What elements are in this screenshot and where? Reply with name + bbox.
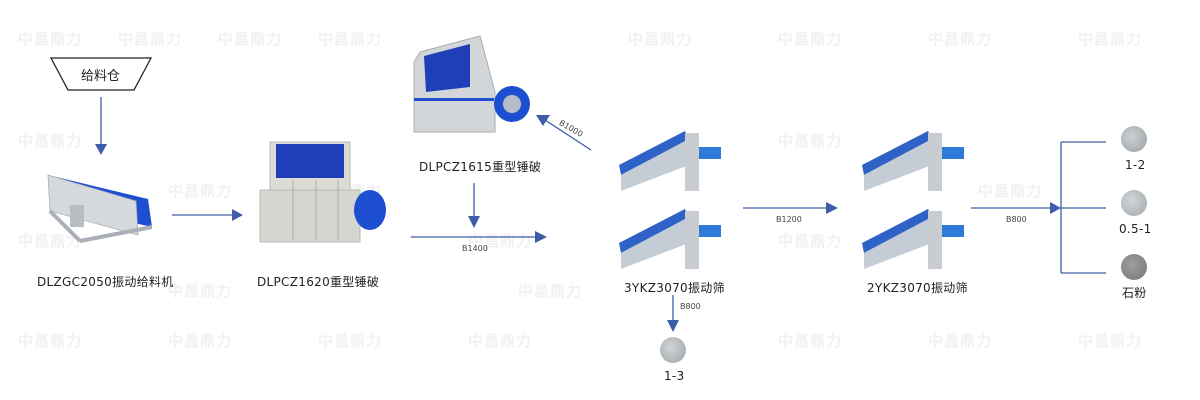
feed-hopper: 给料仓 [49,57,153,91]
watermark: 中昌鼎力 [318,332,383,350]
watermark: 中昌鼎力 [168,182,233,200]
watermark: 中昌鼎力 [18,232,83,250]
vibrating-feeder-icon [47,174,153,243]
product-stone-powder-icon [1121,254,1147,280]
vibrating-screen-3ykz3070-machine[interactable] [615,125,727,270]
watermark: 中昌鼎力 [978,182,1043,200]
watermark: 中昌鼎力 [778,332,843,350]
watermark: 中昌鼎力 [168,332,233,350]
screen2-label: 2YKZ3070振动筛 [867,281,968,295]
flow-label-b1200: B1200 [776,215,802,224]
watermark: 中昌鼎力 [218,30,283,48]
vibrating-screen-icon [862,131,964,269]
watermark: 中昌鼎力 [778,232,843,250]
watermark: 中昌鼎力 [18,332,83,350]
flow-label-b1400: B1400 [462,244,488,253]
watermark: 中昌鼎力 [18,132,83,150]
feeder-label: DLZGC2050振动给料机 [37,275,174,289]
product-label-1-2: 1-2 [1125,158,1146,172]
watermark: 中昌鼎力 [628,30,693,48]
watermark: 中昌鼎力 [1078,332,1143,350]
watermark: 中昌鼎力 [778,132,843,150]
flow-label-b800-down: B800 [680,302,701,311]
hopper-icon [49,57,153,91]
hammer-crusher-icon [259,141,386,243]
vibrating-screen-2ykz3070-machine[interactable] [858,125,970,270]
watermark: 中昌鼎力 [18,30,83,48]
product-1-3-icon [660,337,686,363]
vibrating-feeder-machine[interactable] [40,165,160,245]
hammer-crusher-icon [413,35,530,133]
watermark: 中昌鼎力 [778,30,843,48]
vibrating-screen-icon [619,131,721,269]
watermark: 中昌鼎力 [928,30,993,48]
watermark: 中昌鼎力 [118,30,183,48]
product-1-2-icon [1121,126,1147,152]
flow-label-b800-right: B800 [1006,215,1027,224]
product-label-stone-powder: 石粉 [1122,286,1147,300]
crusher1-label: DLPCZ1620重型锤破 [257,275,380,289]
hammer-crusher-1620-machine[interactable] [258,140,388,252]
watermark: 中昌鼎力 [928,332,993,350]
watermark: 中昌鼎力 [168,282,233,300]
watermark: 中昌鼎力 [318,30,383,48]
watermark: 中昌鼎力 [468,332,533,350]
hammer-crusher-1615-machine[interactable] [410,32,530,142]
hopper-label: 给料仓 [81,69,121,84]
watermark: 中昌鼎力 [1078,30,1143,48]
product-label-0-5-1: 0.5-1 [1119,222,1152,236]
crusher2-label: DLPCZ1615重型锤破 [419,160,542,174]
screen1-label: 3YKZ3070振动筛 [624,281,725,295]
product-0-5-1-icon [1121,190,1147,216]
product-label-1-3: 1-3 [664,369,685,383]
watermark: 中昌鼎力 [518,282,583,300]
